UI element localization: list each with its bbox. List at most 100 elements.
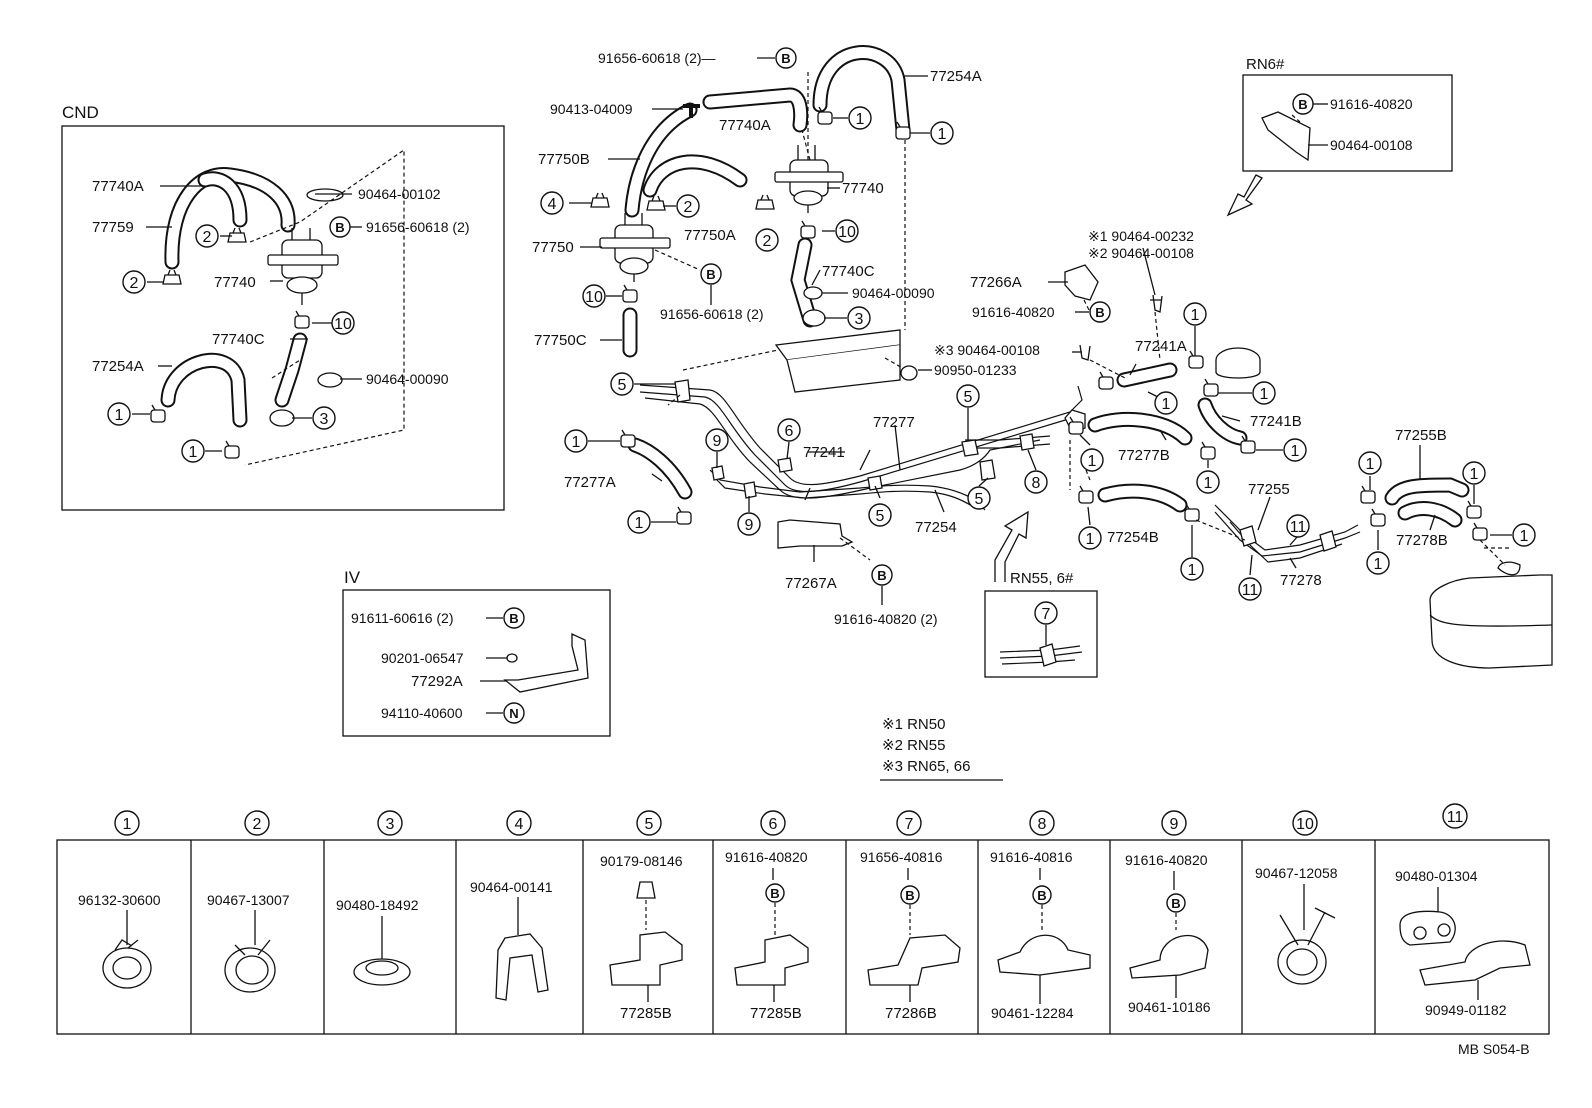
clamp-11-b: [1319, 530, 1337, 552]
variant-notes: ※1 RN50 ※2 RN55 ※3 RN65, 66: [880, 716, 1003, 781]
clamp-5-b: [867, 475, 883, 491]
svg-text:9: 9: [1170, 816, 1179, 833]
label-77241: 77241: [803, 444, 845, 461]
clamp-1-k: [1360, 485, 1376, 504]
label-91656-60618-2b: 91656-60618 (2): [660, 306, 764, 322]
svg-text:1: 1: [1188, 562, 1197, 579]
clamp-5-d: [979, 459, 996, 481]
svg-text:3: 3: [855, 311, 864, 328]
clamp-7: [1039, 643, 1057, 667]
cnd-frame: [61, 125, 505, 511]
table-part-77286B: 77286B: [885, 1005, 937, 1022]
label-77255: 77255: [1248, 481, 1290, 498]
clamp-1-l: [1370, 508, 1386, 527]
clip-4: [590, 192, 610, 208]
svg-text:1: 1: [1204, 475, 1213, 492]
svg-text:1: 1: [115, 407, 124, 424]
clamp-5-a: [674, 379, 691, 403]
svg-text:3: 3: [386, 816, 395, 833]
clamp-1-h: [1200, 441, 1216, 460]
cnd-label-77740A: 77740A: [92, 178, 144, 195]
label-77254B: 77254B: [1107, 529, 1159, 546]
cnd-clip-90464-00090: [317, 372, 343, 388]
svg-text:2: 2: [130, 275, 139, 292]
table-part-90467-13007: 90467-13007: [207, 892, 290, 908]
note-1: ※1 RN50: [882, 716, 945, 733]
table-icon-11a: [1399, 910, 1456, 946]
iv-label-77292A: 77292A: [411, 673, 463, 690]
clamp-10a: [800, 220, 816, 239]
table-part-91616-40820-9: 91616-40820: [1125, 852, 1208, 868]
svg-text:8: 8: [1038, 816, 1047, 833]
rn6-label-90464-00108: 90464-00108: [1330, 137, 1413, 153]
label-77750: 77750: [532, 239, 574, 256]
svg-text:B: B: [770, 886, 779, 901]
section-label-rn6: RN6#: [1246, 56, 1285, 73]
note-2: ※2 RN55: [882, 737, 945, 754]
label-77750B: 77750B: [538, 151, 590, 168]
svg-text:B: B: [781, 51, 790, 66]
svg-text:11: 11: [1242, 582, 1259, 599]
label-77750A: 77750A: [684, 227, 736, 244]
vsv-77750: [599, 213, 671, 282]
svg-text:11: 11: [1290, 519, 1307, 536]
rn55-frame: [984, 590, 1098, 678]
clamp-9-b: [743, 481, 757, 499]
clamp-1-c: [1098, 371, 1114, 390]
table-part-77285B-a: 77285B: [620, 1005, 672, 1022]
svg-text:1: 1: [123, 816, 132, 833]
label-77277A: 77277A: [564, 474, 616, 491]
table-part-96132-30600: 96132-30600: [78, 892, 161, 908]
svg-text:4: 4: [515, 816, 524, 833]
table-part-90461-12284: 90461-12284: [991, 1005, 1074, 1021]
table-icon-11b: [1419, 940, 1531, 986]
drawing-code: MB S054-B: [1458, 1041, 1530, 1057]
svg-text:2: 2: [763, 233, 772, 250]
svg-text:5: 5: [876, 508, 885, 525]
label-90464-00108-n3: ※3 90464-00108: [934, 342, 1040, 358]
label-77277: 77277: [873, 414, 915, 431]
svg-text:8: 8: [1032, 475, 1041, 492]
cnd-clamp-1a: [150, 404, 166, 423]
iv-label-91611-60616: 91611-60616 (2): [351, 610, 453, 626]
svg-text:B: B: [706, 267, 715, 282]
cnd-vsv-77740: [267, 228, 339, 305]
clamp-5-c: [961, 439, 979, 457]
clamp-1-a: [620, 429, 636, 448]
table-part-90467-12058: 90467-12058: [1255, 865, 1338, 881]
svg-text:B: B: [1095, 305, 1104, 320]
cnd-label-90464-00102: 90464-00102: [358, 186, 441, 202]
cnd-label-77254A: 77254A: [92, 358, 144, 375]
svg-text:1: 1: [1520, 528, 1529, 545]
clip-2b: [755, 194, 775, 210]
table-part-90464-00141: 90464-00141: [470, 879, 553, 895]
svg-text:7: 7: [1042, 606, 1051, 623]
svg-text:B: B: [1037, 888, 1046, 903]
svg-text:10: 10: [1296, 816, 1314, 833]
table-part-91616-40816: 91616-40816: [990, 849, 1073, 865]
label-77267A: 77267A: [785, 575, 837, 592]
clamp-1-d: [1188, 350, 1204, 369]
svg-text:6: 6: [785, 423, 794, 440]
svg-text:1: 1: [1088, 453, 1097, 470]
table-part-90179-08146: 90179-08146: [600, 853, 683, 869]
table-part-90480-18492: 90480-18492: [336, 897, 419, 913]
vsv-area: 91656-60618 (2)— B 90413-04009 77740A 77…: [532, 45, 982, 358]
rn6-bracket: [1261, 111, 1311, 162]
svg-text:5: 5: [645, 816, 654, 833]
svg-text:2: 2: [253, 816, 262, 833]
clip-90464-00090: [803, 286, 823, 300]
cnd-clamp-10: [294, 310, 310, 329]
svg-text:1: 1: [1086, 531, 1095, 548]
table-icon-7: [867, 934, 961, 986]
cnd-label-90464-00090: 90464-00090: [366, 371, 449, 387]
cnd-grommet-3: [269, 409, 295, 427]
svg-text:1: 1: [1260, 386, 1269, 403]
label-77241A: 77241A: [1135, 338, 1187, 355]
cnd-clip-2b: [162, 269, 182, 285]
table-part-90480-01304: 90480-01304: [1395, 868, 1478, 884]
clip-2a: [646, 195, 666, 211]
label-91656-60618-2a: 91656-60618 (2)—: [598, 50, 716, 66]
clamp-1-i: [1078, 485, 1094, 504]
